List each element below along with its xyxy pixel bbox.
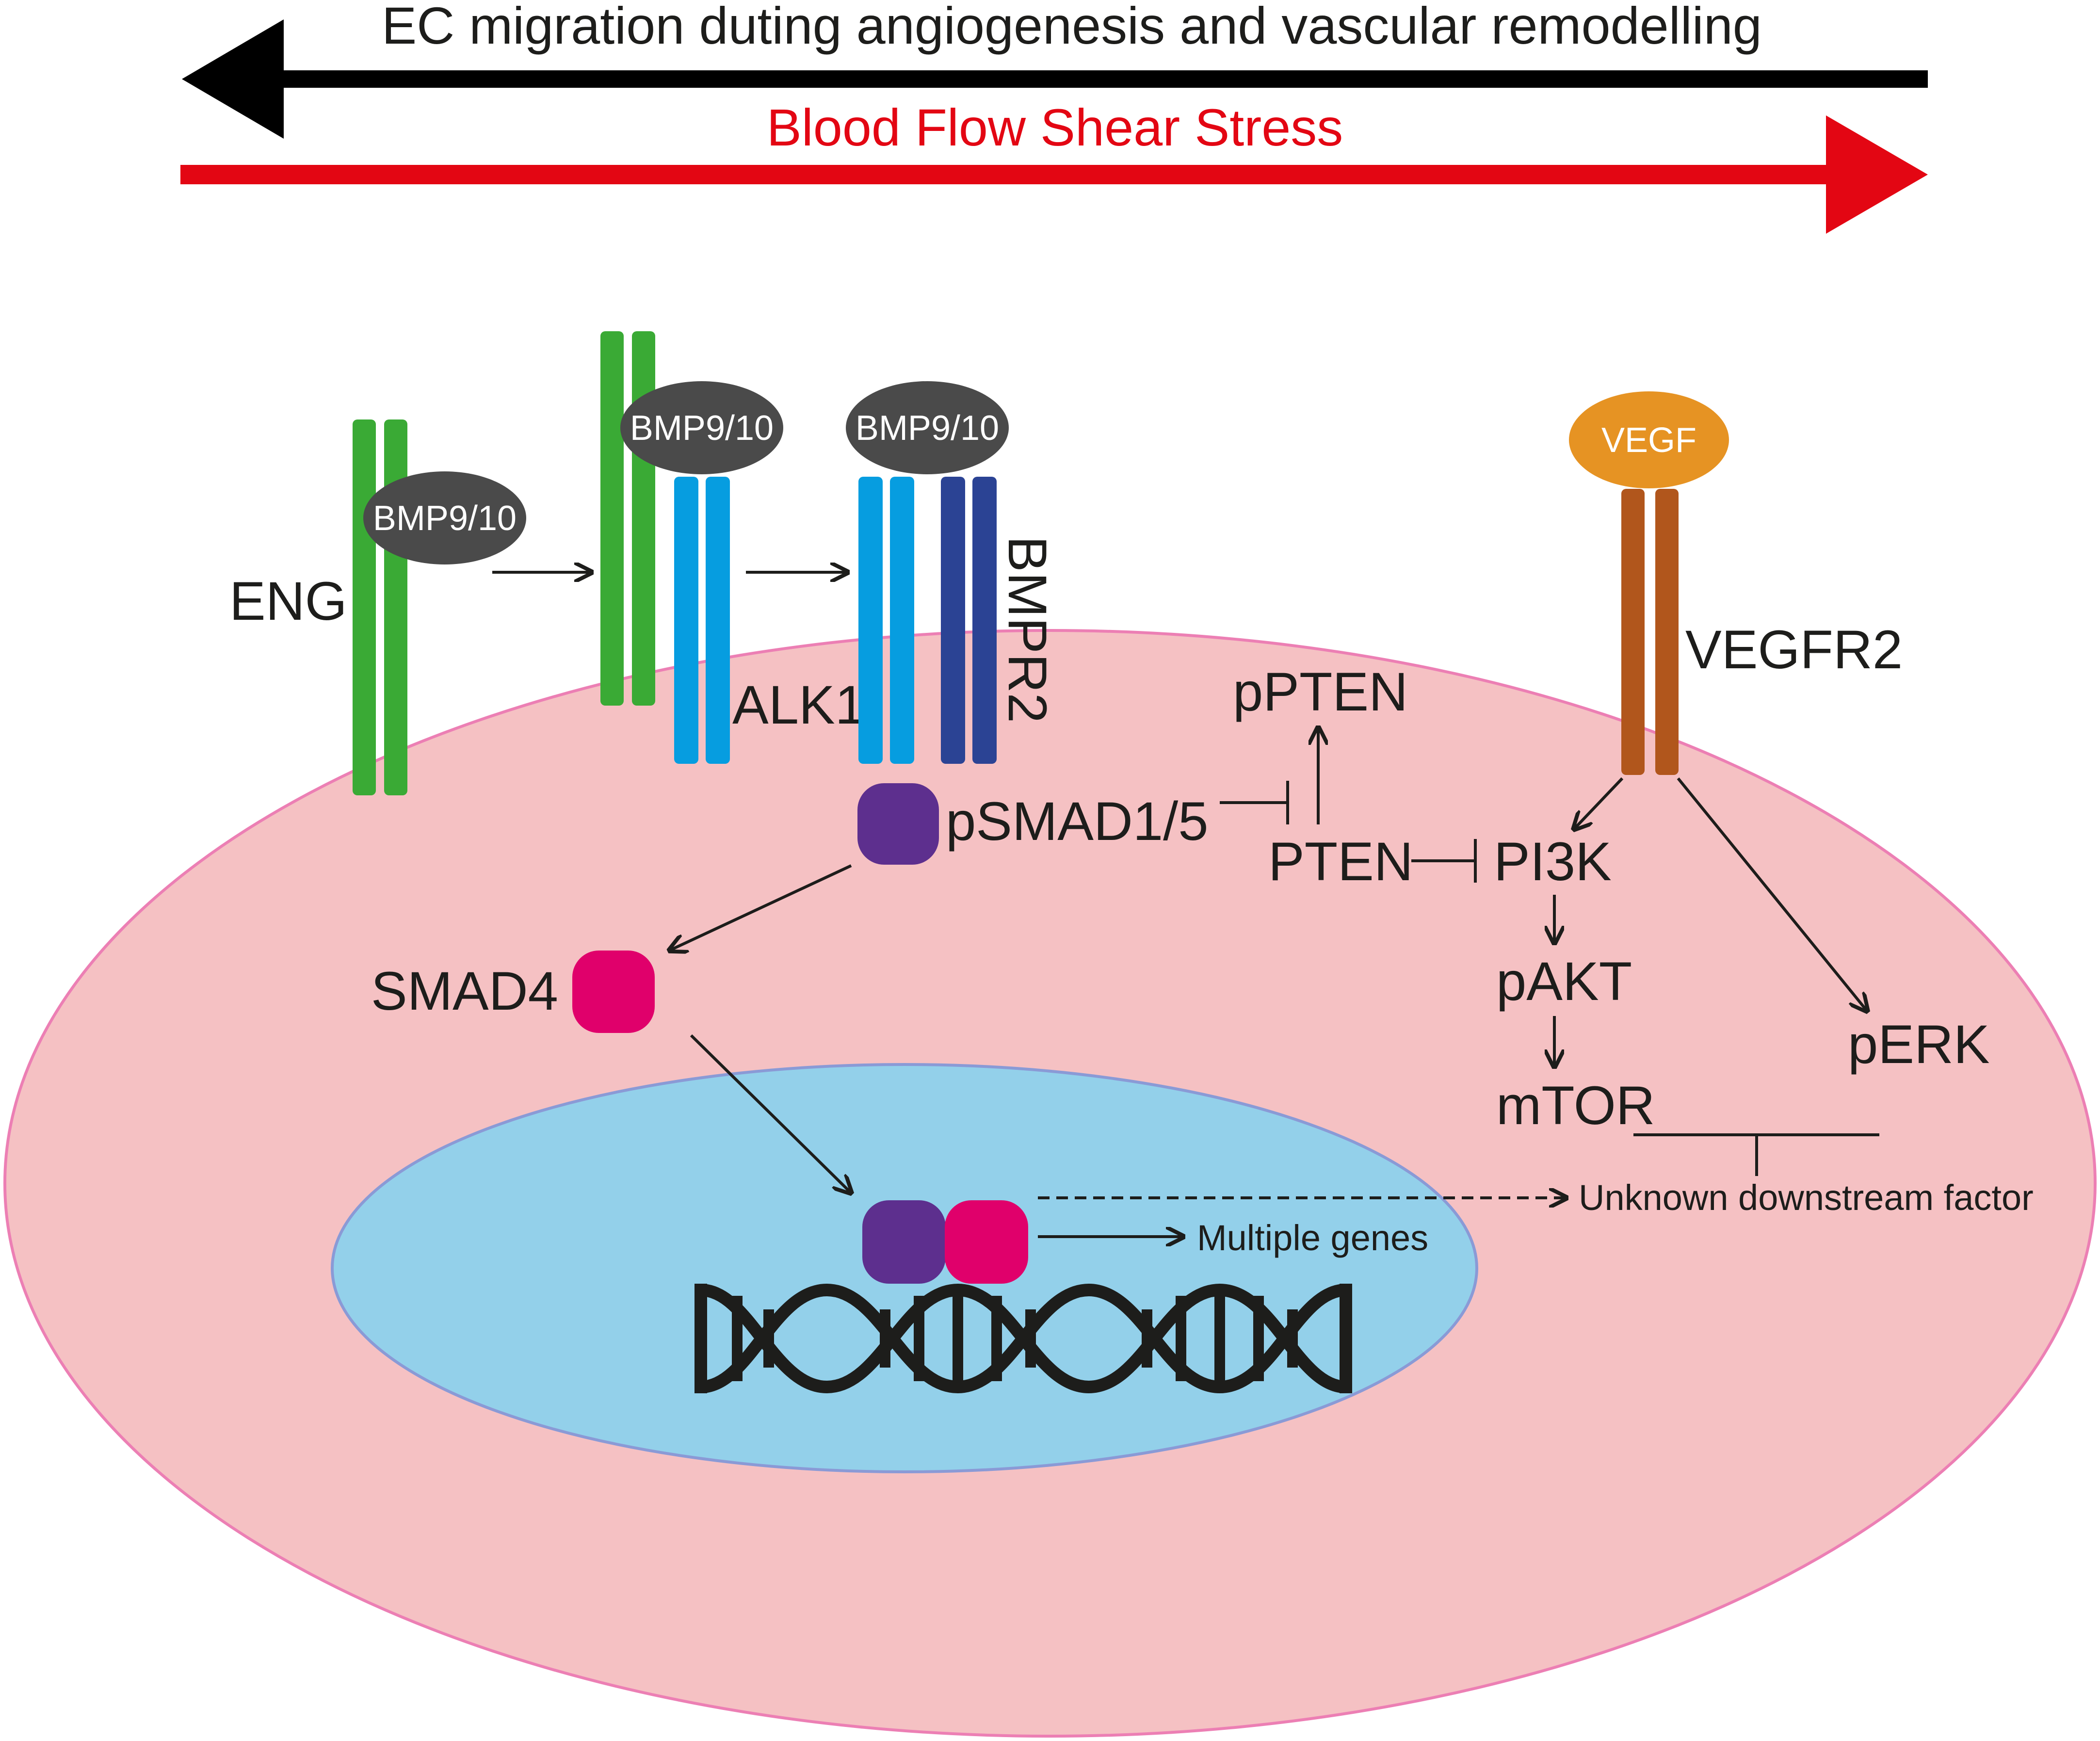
bmpr2-label: BMPR2 xyxy=(997,536,1058,723)
mtor-label: mTOR xyxy=(1496,1075,1655,1136)
psmad1-5-label: pSMAD1/5 xyxy=(946,791,1209,852)
bmp9-10-label-3: BMP9/10 xyxy=(856,409,999,448)
unknown-factor-label: Unknown downstream factor xyxy=(1579,1177,2034,1218)
arrow-psmad-to-smad4 xyxy=(669,864,852,951)
psmad1-5-protein xyxy=(857,783,939,865)
bmp9-10-label-2: BMP9/10 xyxy=(630,409,774,448)
pten-label: PTEN xyxy=(1268,831,1413,892)
shear-stress-arrow xyxy=(180,115,1928,234)
migration-arrow xyxy=(182,19,1928,139)
vegfr2-label: VEGFR2 xyxy=(1685,619,1903,680)
arrow-smad4-to-nucleus xyxy=(690,1034,851,1193)
vegf-ligand xyxy=(1569,391,1729,488)
arrow-vegfr2-to-perk xyxy=(1677,777,1867,1011)
dna-double-helix xyxy=(695,1283,1352,1394)
vegfr2-receptor xyxy=(1621,489,1679,775)
bmp9-10-label-1: BMP9/10 xyxy=(373,499,517,538)
smad4-label: SMAD4 xyxy=(371,961,558,1021)
bmp9-10-ligand-3 xyxy=(846,381,1009,474)
perk-label: pERK xyxy=(1848,1014,1990,1075)
pi3k-label: PI3K xyxy=(1494,831,1612,892)
multiple-genes-label: Multiple genes xyxy=(1197,1218,1428,1258)
eng-label: ENG xyxy=(229,571,347,631)
arrow-vegfr2-to-pi3k xyxy=(1574,777,1624,829)
alk1-label: ALK1 xyxy=(732,675,865,735)
psmad-in-nucleus xyxy=(862,1200,946,1284)
migration-label: EC migration duting angiogenesis and vas… xyxy=(382,0,1762,55)
alk1-bmpr2-complex xyxy=(858,477,997,764)
smad4-in-nucleus xyxy=(945,1200,1028,1284)
vegf-label: VEGF xyxy=(1601,421,1696,460)
bmp9-10-ligand-1 xyxy=(363,471,526,564)
ppten-label: pPTEN xyxy=(1233,661,1408,722)
shear-stress-label: Blood Flow Shear Stress xyxy=(767,98,1343,157)
pakt-label: pAKT xyxy=(1496,951,1632,1012)
eng-receptor xyxy=(353,419,407,795)
bmp9-10-ligand-2 xyxy=(620,381,783,474)
smad4-protein xyxy=(572,951,655,1033)
